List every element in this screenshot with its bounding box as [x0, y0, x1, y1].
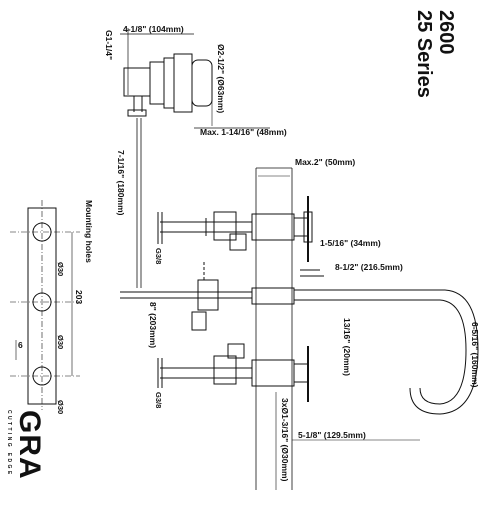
hole-dia-2: Ø30: [56, 335, 65, 349]
dim-top-width: 4-1/8" (104mm): [123, 24, 184, 34]
dim-holes-dia: 3xØ1-3/16" (Ø30mm): [280, 398, 290, 482]
brand-name: GRA: [13, 410, 46, 480]
dim-flange-dia: Ø2-1/2" (Ø63mm): [216, 44, 226, 113]
valve-thread-2: G3/8: [154, 392, 163, 408]
dim-spout-drop: 13/16" (20mm): [342, 318, 352, 376]
hole-dia-3: Ø30: [56, 400, 65, 414]
dim-max-wall: Max.2" (50mm): [295, 157, 355, 167]
brand-tagline: CUTTING EDGE: [6, 410, 12, 477]
series-name: 25 Series: [413, 10, 435, 98]
base-dim-lines: [275, 392, 420, 490]
mounting-hole-bottom: [32, 366, 52, 386]
hole-spacing: 203: [74, 290, 84, 304]
model-number: 2600: [435, 10, 457, 55]
dim-max-depth: Max. 1-14/16" (48mm): [200, 127, 287, 137]
dim-thread: G1-1/4": [104, 30, 114, 60]
dim-spout-height: 6-5/16" (160mm): [470, 322, 480, 388]
brand-logo: GRA CUTTING EDGE: [6, 410, 46, 480]
dim-handle-proj: 1-5/16" (34mm): [320, 238, 381, 248]
dim-center-spacing: 8" (203mm): [148, 302, 158, 348]
dim-base-reach: 5-1/8" (129.5mm): [298, 430, 366, 440]
mounting-hole-middle: [32, 292, 52, 312]
edge-distance: 6: [18, 340, 23, 350]
title-block: 2600 25 Series: [413, 10, 457, 98]
mounting-hole-top: [32, 222, 52, 242]
top-valve: [157, 196, 313, 262]
spout-assembly: [120, 262, 479, 415]
dim-drop-length: 7-1/16" (180mm): [116, 150, 126, 216]
dim-spout-reach: 8-1/2" (216.5mm): [335, 262, 403, 272]
hole-dia-1: Ø30: [56, 262, 65, 276]
mounting-holes-label: Mounting holes: [84, 200, 94, 263]
wall-section: [255, 167, 293, 490]
bottom-valve: [157, 343, 309, 402]
valve-thread-1: G3/8: [154, 248, 163, 264]
mounting-plate: [10, 200, 80, 410]
flange-detail: [120, 28, 270, 288]
